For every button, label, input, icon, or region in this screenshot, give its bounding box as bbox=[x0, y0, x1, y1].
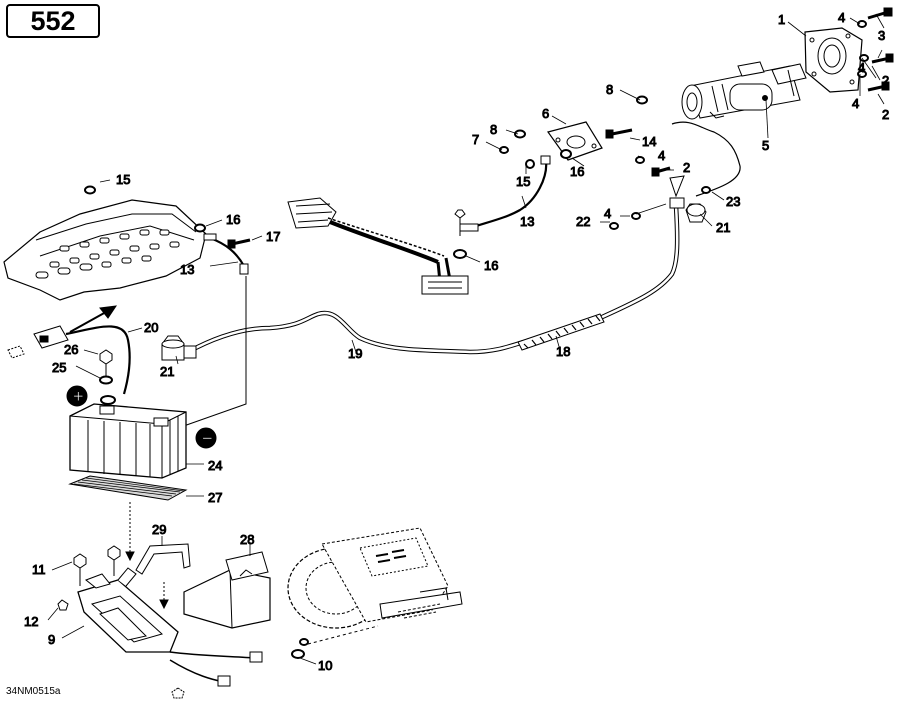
page-number: 552 bbox=[30, 5, 76, 36]
reference-code: 34NM0515a bbox=[6, 686, 61, 697]
callout-8b: 8 bbox=[490, 122, 497, 137]
callout-8a: 8 bbox=[606, 82, 613, 97]
callout-4d: 4 bbox=[658, 148, 665, 163]
callout-16a: 16 bbox=[226, 212, 240, 227]
callout-16c: 16 bbox=[484, 258, 498, 273]
callout-23: 23 bbox=[726, 194, 740, 209]
terminal-caps bbox=[161, 186, 711, 361]
callout-22: 22 bbox=[576, 214, 590, 229]
starter-bracket bbox=[804, 27, 863, 93]
positive-terminal-symbol bbox=[66, 385, 88, 407]
callout-28: 28 bbox=[240, 532, 254, 547]
callout-2b: 2 bbox=[882, 107, 889, 122]
callout-11: 11 bbox=[32, 562, 46, 577]
battery-strap bbox=[135, 543, 191, 610]
wire-harness bbox=[287, 197, 469, 295]
callout-7: 7 bbox=[472, 132, 479, 147]
callout-15a: 15 bbox=[116, 172, 130, 187]
callout-29: 29 bbox=[152, 522, 166, 537]
negative-cable bbox=[177, 233, 249, 429]
callout-10: 10 bbox=[318, 658, 332, 673]
callout-13b: 13 bbox=[520, 214, 534, 229]
starter-cable-long bbox=[181, 121, 741, 359]
battery-cover bbox=[183, 551, 271, 629]
positive-cable-fuse bbox=[7, 305, 131, 395]
battery-pad bbox=[68, 475, 188, 501]
callout-4b: 4 bbox=[858, 60, 865, 75]
callout-5: 5 bbox=[762, 138, 769, 153]
callout-16b: 16 bbox=[570, 164, 584, 179]
positive-symbol: + bbox=[72, 387, 85, 405]
callout-13a: 13 bbox=[180, 262, 194, 277]
callout-20: 20 bbox=[144, 320, 158, 335]
callout-2c: 2 bbox=[683, 160, 690, 175]
callout-1: 1 bbox=[778, 12, 785, 27]
starter-cable-short bbox=[453, 155, 551, 259]
callout-4e: 4 bbox=[604, 206, 611, 221]
callout-4c: 4 bbox=[852, 96, 859, 111]
callout-21b: 21 bbox=[716, 220, 730, 235]
nut-10 bbox=[291, 625, 379, 659]
callout-4a: 4 bbox=[838, 10, 845, 25]
callout-24: 24 bbox=[208, 458, 222, 473]
battery bbox=[69, 395, 187, 479]
starter-hardware bbox=[636, 7, 894, 105]
callout-6: 6 bbox=[542, 106, 549, 121]
callout-12: 12 bbox=[24, 614, 38, 629]
solenoid-bracket bbox=[499, 121, 671, 177]
negative-symbol: − bbox=[201, 429, 214, 447]
callout-27: 27 bbox=[208, 490, 222, 505]
callout-17: 17 bbox=[266, 229, 280, 244]
callout-19: 19 bbox=[348, 346, 362, 361]
callout-numbers: 1 2 2 2 3 4 4 4 4 4 5 6 7 8 8 9 10 11 12… bbox=[24, 10, 890, 674]
engine-housing bbox=[287, 527, 463, 629]
starter-motor bbox=[681, 61, 807, 120]
leader-lines bbox=[47, 13, 885, 665]
callout-9: 9 bbox=[48, 632, 55, 647]
callout-18: 18 bbox=[556, 344, 570, 359]
battery-bolt bbox=[99, 349, 113, 385]
negative-terminal-symbol bbox=[195, 427, 217, 449]
callout-14: 14 bbox=[642, 134, 656, 149]
support-plate bbox=[3, 185, 251, 301]
callout-15b: 15 bbox=[516, 174, 530, 189]
battery-holder bbox=[57, 545, 263, 699]
callout-26: 26 bbox=[64, 342, 78, 357]
callout-25: 25 bbox=[52, 360, 66, 375]
callout-2a: 2 bbox=[882, 73, 889, 88]
page-number-box: 552 bbox=[6, 4, 100, 38]
callout-3: 3 bbox=[878, 28, 885, 43]
callout-21a: 21 bbox=[160, 364, 174, 379]
